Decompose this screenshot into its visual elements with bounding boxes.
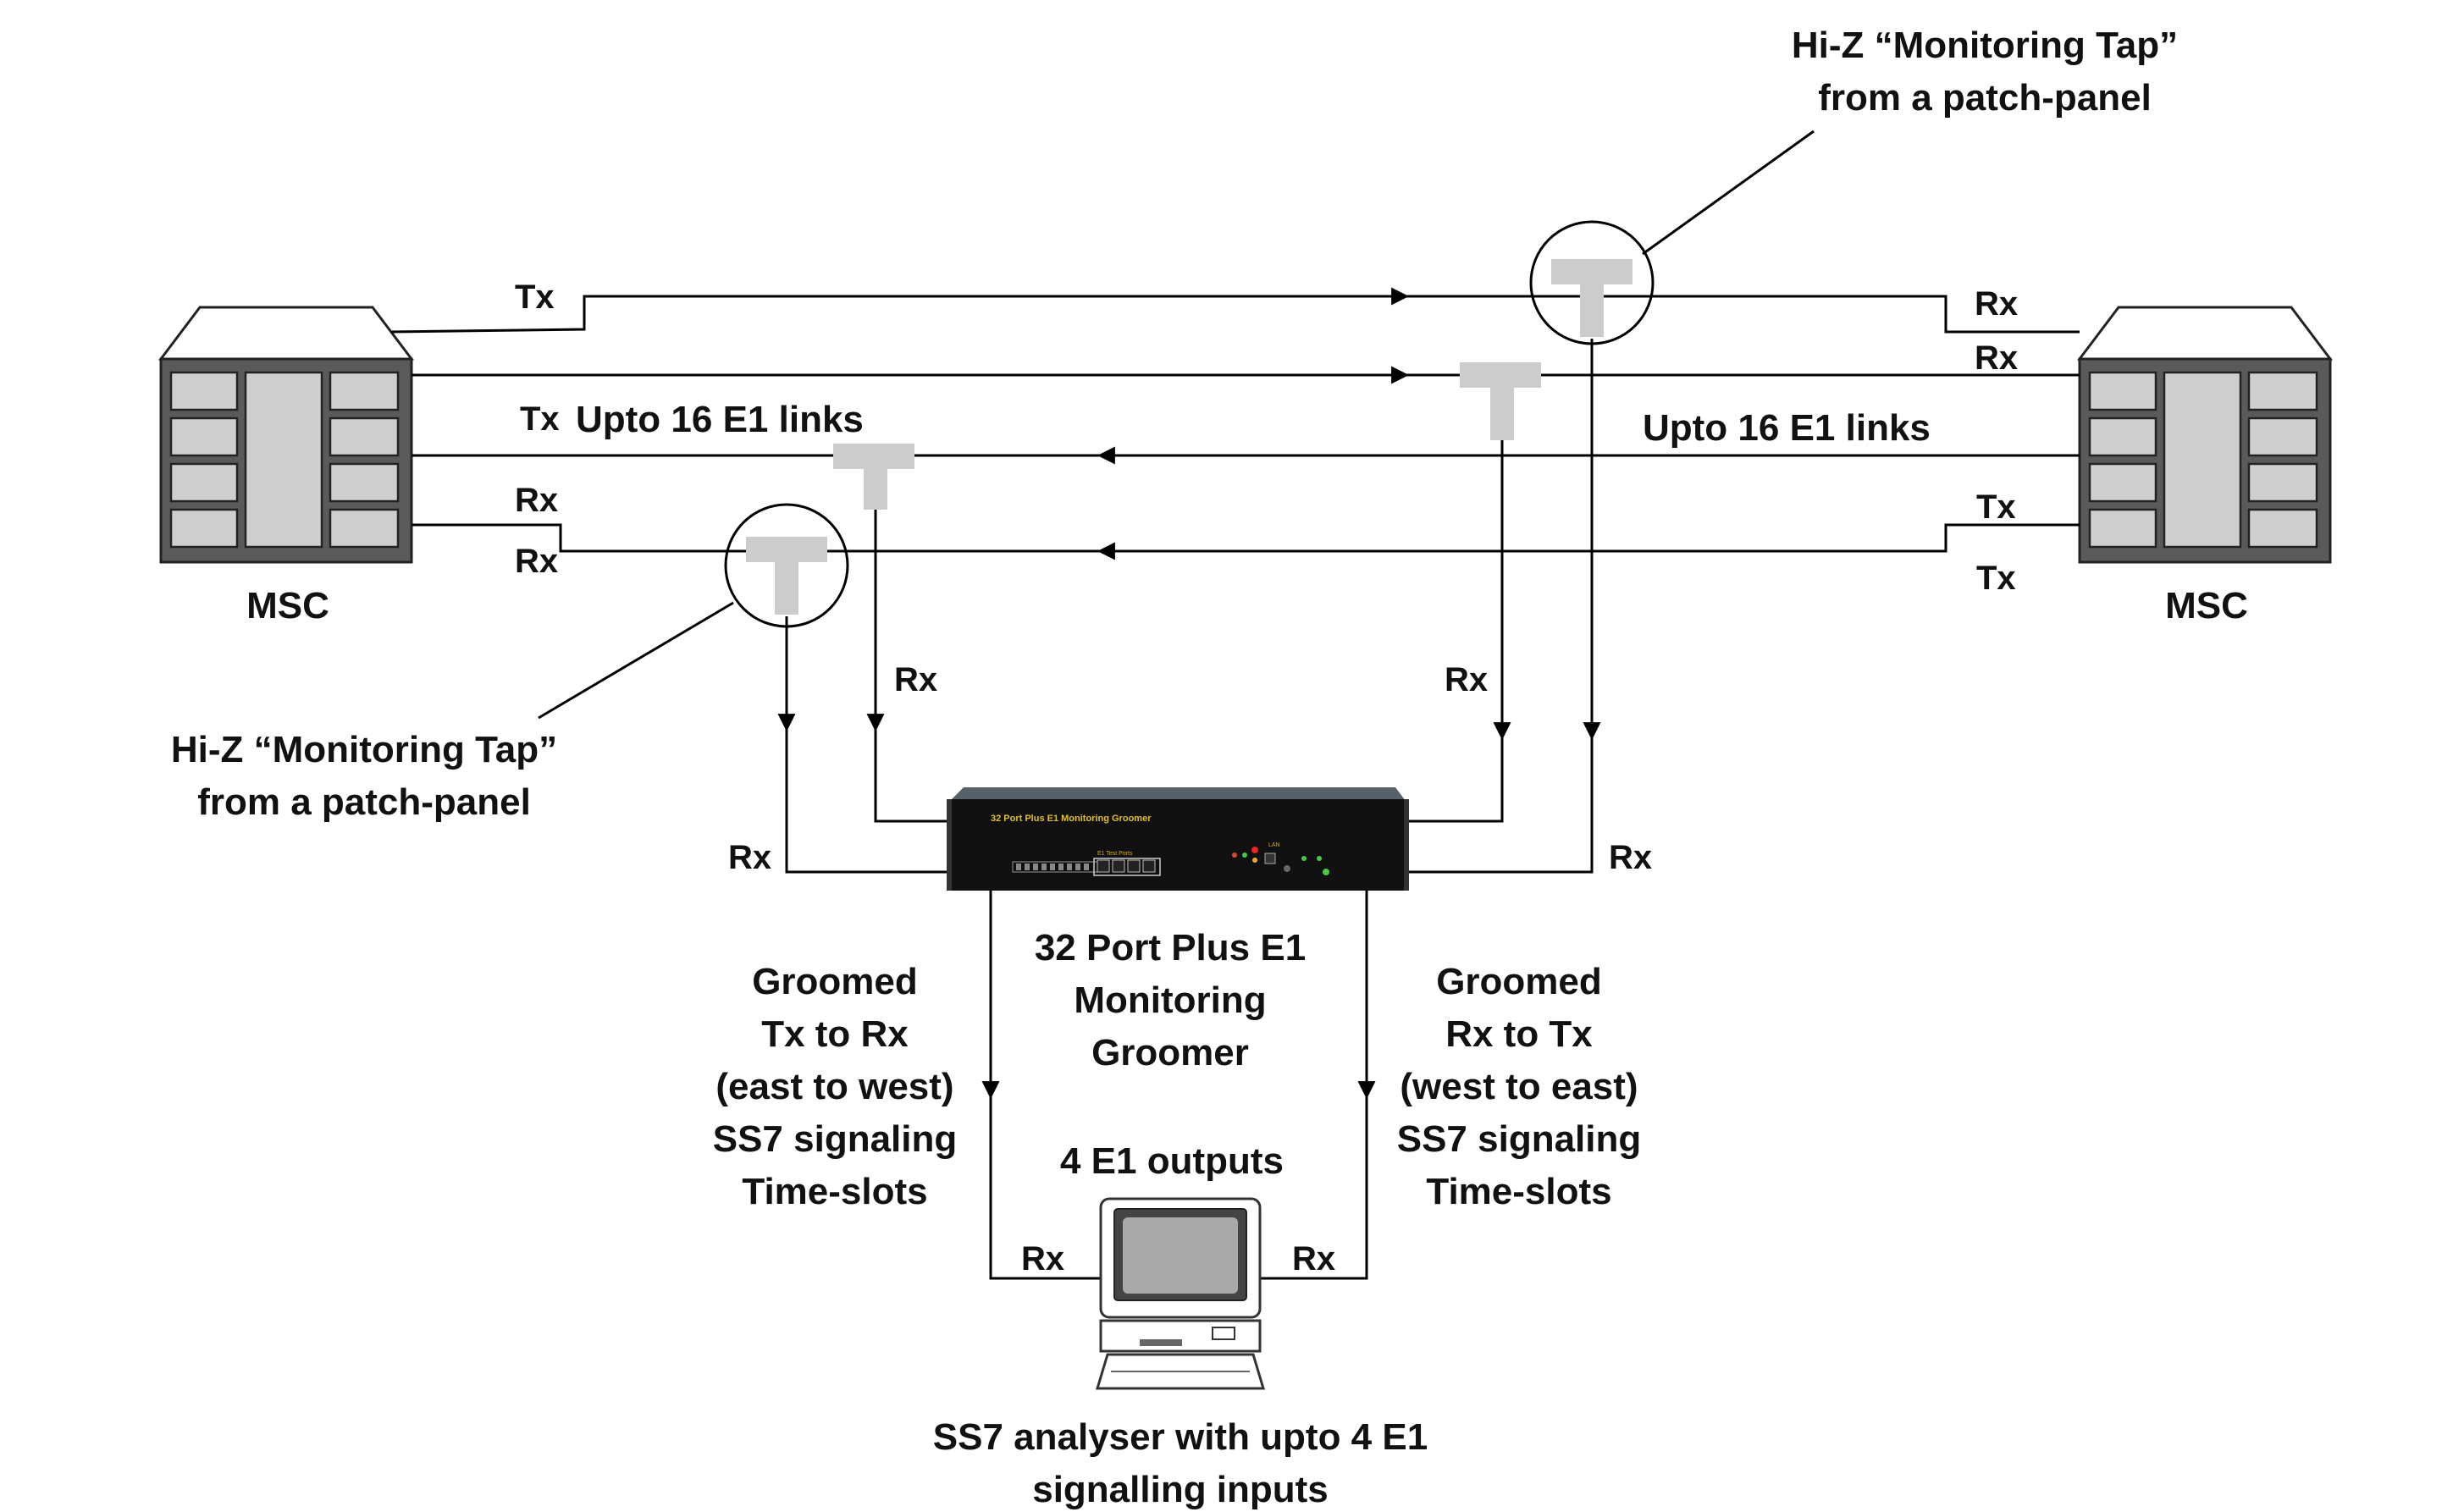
analyser-computer-icon — [1095, 1197, 1266, 1390]
output-wires — [981, 891, 1376, 1280]
label-rx-left-1: Rx — [515, 482, 558, 519]
label-tx-top-left: Tx — [515, 279, 555, 316]
groomed-left-line4: SS7 signaling — [713, 1118, 958, 1160]
groomed-right-line1: Groomed — [1436, 961, 1602, 1002]
tap-top-callout — [1642, 130, 1815, 256]
label-rx-pc-right: Rx — [1292, 1240, 1335, 1277]
groomed-left-line5: Time-slots — [742, 1171, 927, 1212]
groomed-right-line5: Time-slots — [1426, 1171, 1611, 1212]
label-rx-left-2: Rx — [515, 543, 558, 580]
msc-right-node — [2076, 306, 2334, 564]
groomed-left-line1: Groomed — [752, 961, 918, 1002]
label-rx-drop-right: Rx — [1445, 661, 1488, 698]
label-tx-mid-left: Tx — [520, 400, 560, 438]
e1-links — [390, 287, 2080, 560]
groomer-label-line3: Groomer — [1091, 1032, 1249, 1073]
label-rx-groomer-left: Rx — [728, 839, 771, 876]
tap-left-callout — [538, 601, 734, 720]
label-tx-right-1: Tx — [1976, 488, 2016, 526]
groomer-panel-test-ports: E1 Test Ports — [1097, 851, 1133, 857]
analyser-label-line2: signalling inputs — [1032, 1469, 1329, 1510]
label-rx-right-1: Rx — [1975, 285, 2018, 323]
tap-top-label-line2: from a patch-panel — [1818, 77, 2152, 119]
groomer-label-line1: 32 Port Plus E1 — [1035, 927, 1306, 968]
groomed-right-line3: (west to east) — [1400, 1066, 1638, 1107]
groomed-right-line4: SS7 signaling — [1397, 1118, 1642, 1160]
label-rx-drop-left: Rx — [894, 661, 937, 698]
groomer-panel-title: 32 Port Plus E1 Monitoring Groomer — [991, 814, 1152, 824]
groomer-panel-lan: LAN — [1268, 842, 1280, 848]
groomer-leds — [1232, 847, 1329, 875]
label-rx-groomer-right: Rx — [1609, 839, 1652, 876]
msc-left-node — [157, 306, 415, 564]
groomer-label-line2: Monitoring — [1074, 979, 1266, 1021]
tap-top-label-line1: Hi-Z “Monitoring Tap” — [1792, 25, 2178, 66]
tap-mid-left — [833, 444, 914, 510]
label-upto-right: Upto 16 E1 links — [1643, 407, 1931, 449]
groomed-left-line3: (east to west) — [715, 1066, 953, 1107]
label-rx-pc-left: Rx — [1021, 1240, 1064, 1277]
outputs-label: 4 E1 outputs — [1060, 1140, 1284, 1182]
groomer-device: 32 Port Plus E1 Monitoring Groomer E1 Te… — [947, 787, 1409, 891]
groomed-left-line2: Tx to Rx — [761, 1013, 909, 1055]
tap-left-label-line1: Hi-Z “Monitoring Tap” — [171, 729, 557, 770]
tap-bottom-left — [724, 503, 849, 628]
label-rx-right-2: Rx — [1975, 339, 2018, 377]
tap-mid-right — [1460, 362, 1541, 440]
label-tx-right-2: Tx — [1976, 560, 2016, 597]
drop-wires — [777, 339, 1601, 874]
msc-right-label: MSC — [2165, 585, 2248, 626]
groomed-right-line2: Rx to Tx — [1445, 1013, 1593, 1055]
tap-left-label-line2: from a patch-panel — [197, 781, 531, 823]
msc-left-label: MSC — [246, 585, 329, 626]
groomer-test-ports — [1093, 858, 1161, 876]
tap-top-right — [1529, 220, 1655, 345]
analyser-label-line1: SS7 analyser with upto 4 E1 — [933, 1416, 1428, 1458]
label-upto-left: Upto 16 E1 links — [576, 399, 864, 440]
